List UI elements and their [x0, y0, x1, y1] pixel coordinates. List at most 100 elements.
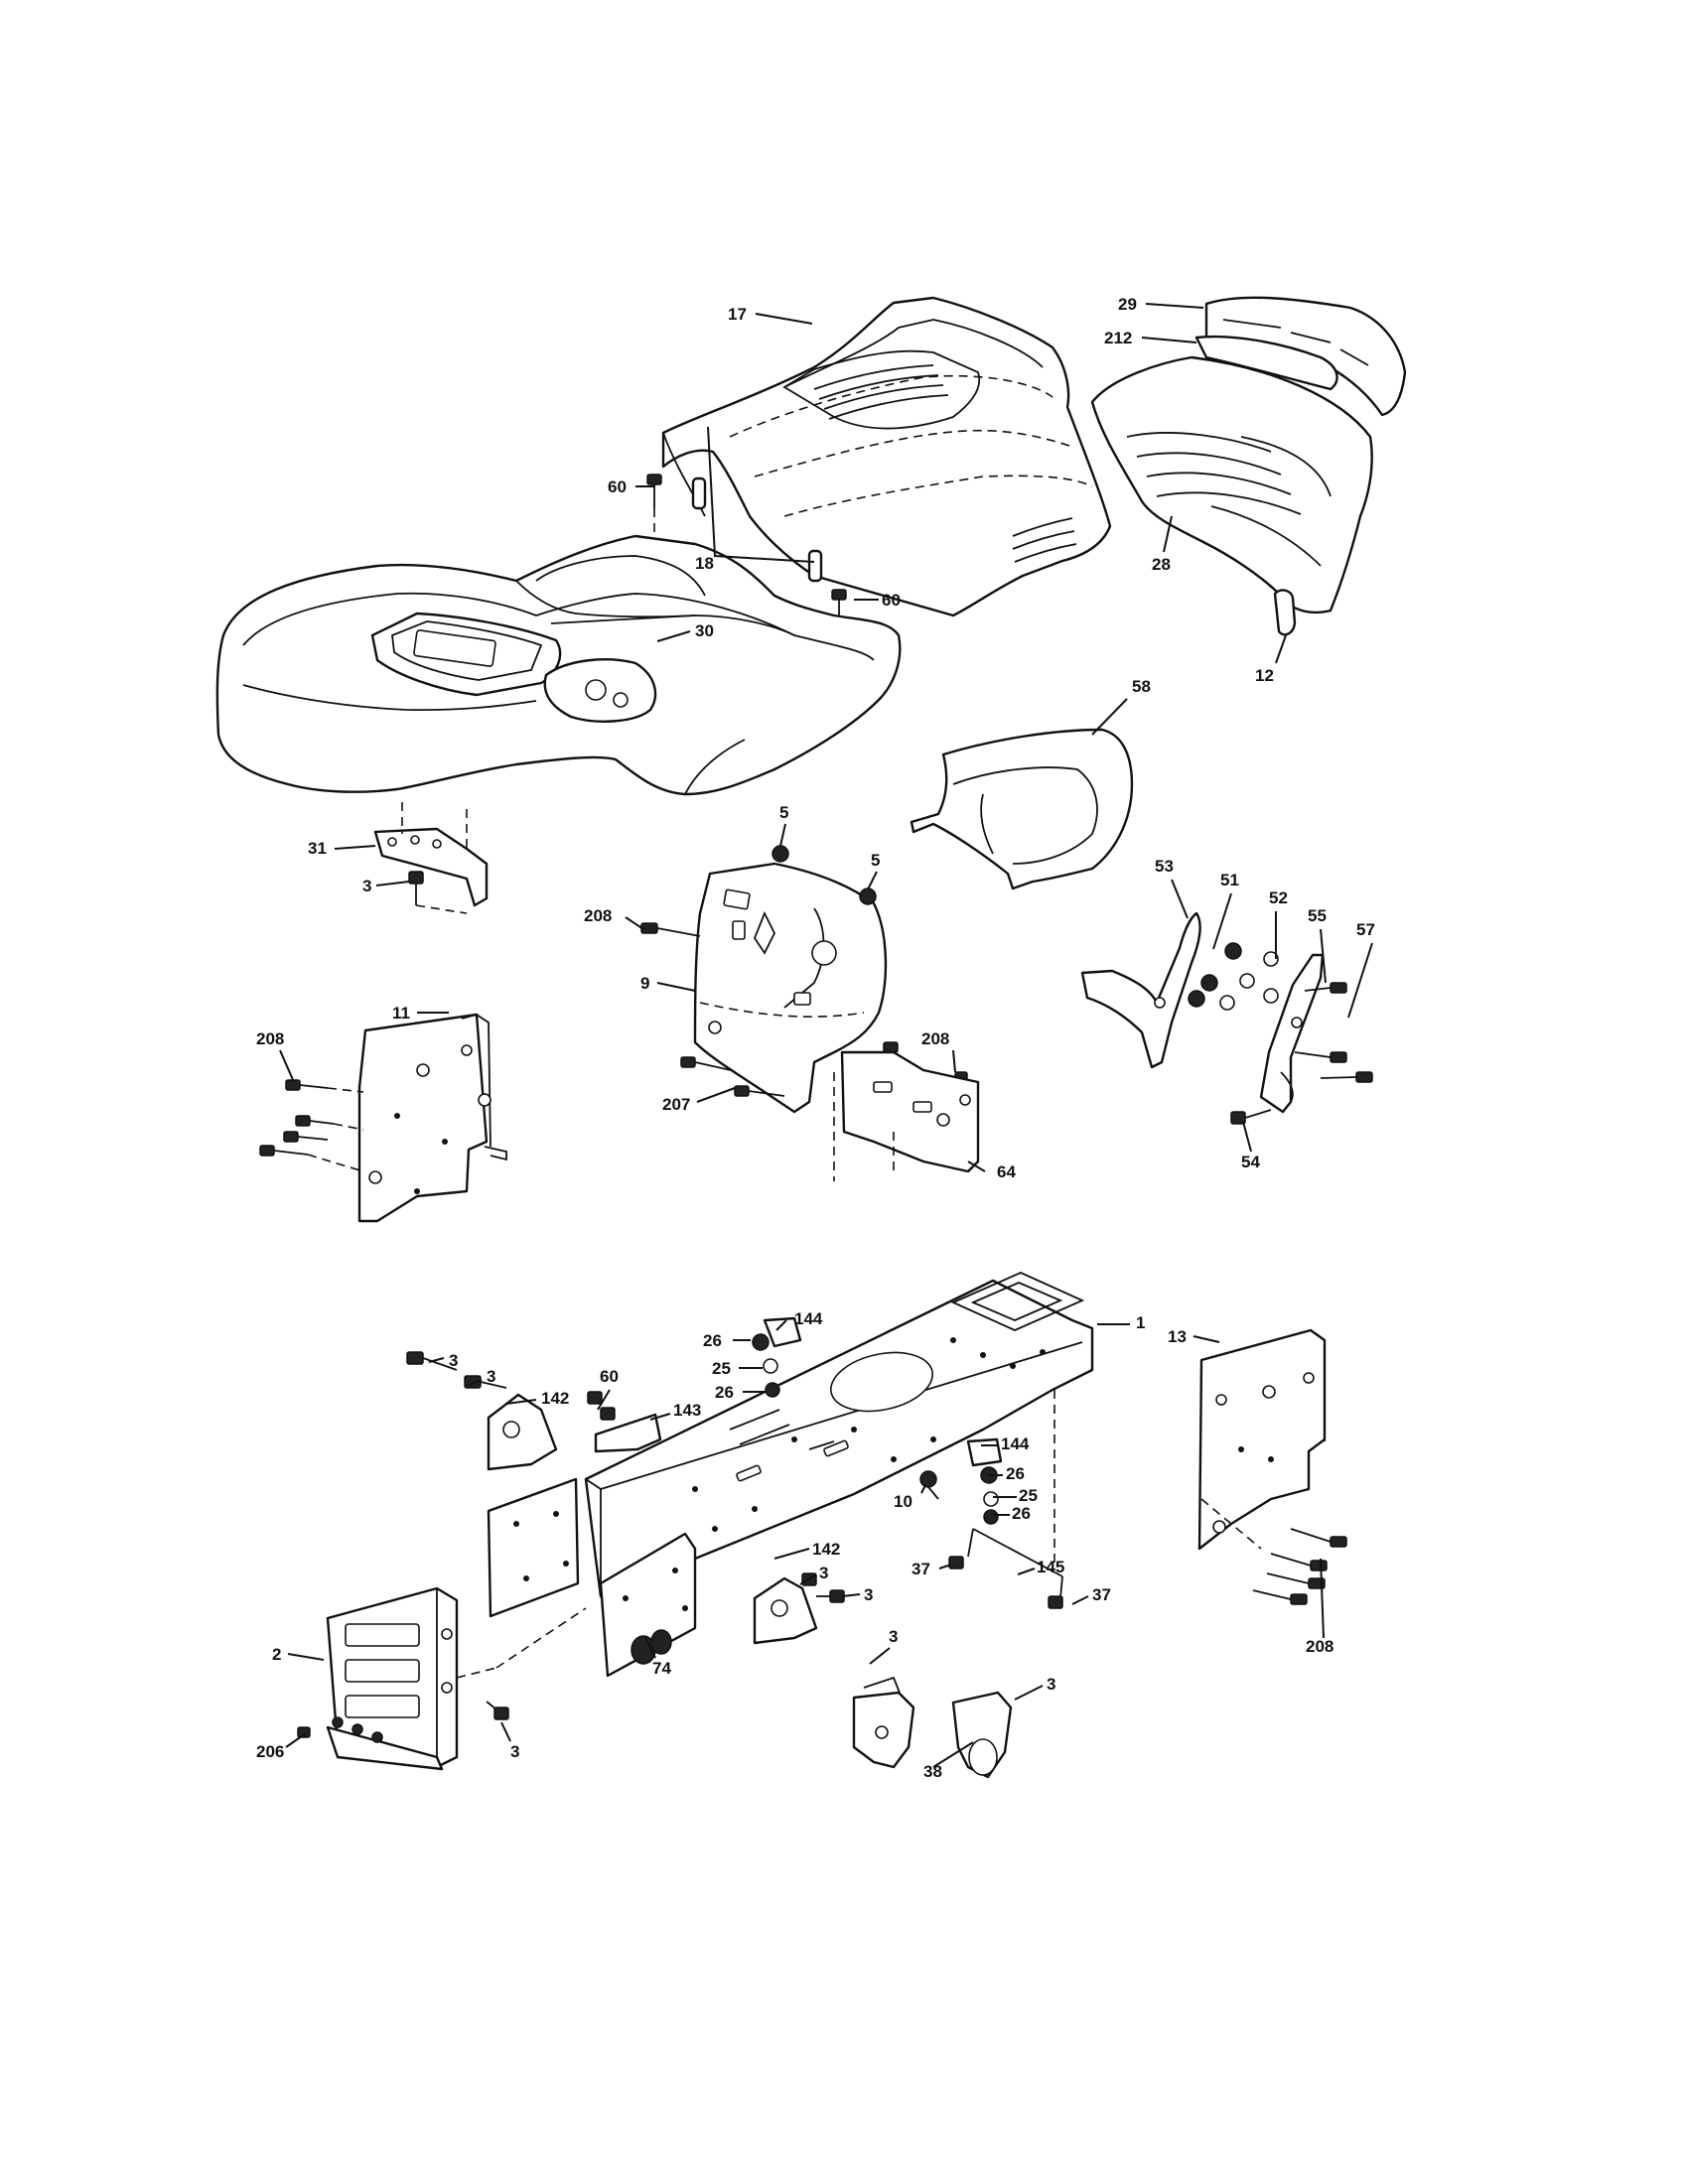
callout-number: 29 [1118, 295, 1137, 314]
callout-number: 28 [1152, 555, 1171, 574]
callout-c208b: 208 [256, 1029, 295, 1083]
leader-line [505, 1399, 537, 1405]
callout-number: 58 [1132, 677, 1151, 696]
callout-c3b: 3 [428, 1351, 458, 1370]
callout-number: 37 [1092, 1585, 1111, 1604]
callout-c26c: 26 [988, 1464, 1025, 1483]
bolt-part-208-left [259, 1079, 364, 1172]
callout-number: 208 [584, 906, 612, 925]
callout-number: 9 [640, 974, 649, 993]
callout-number: 55 [1308, 906, 1327, 925]
callout-number: 38 [923, 1762, 942, 1781]
callout-c17: 17 [728, 305, 813, 325]
callout-number: 208 [256, 1029, 284, 1048]
callout-number: 11 [392, 1004, 410, 1023]
bolt-part-3 [408, 871, 468, 914]
callout-c1: 1 [1097, 1313, 1145, 1332]
callout-c3a: 3 [362, 877, 410, 895]
leader-line [841, 1593, 861, 1597]
bolt-part-37 [948, 1556, 1063, 1609]
leader-line [775, 1319, 787, 1331]
callout-c51: 51 [1212, 871, 1239, 950]
callout-number: 143 [673, 1401, 701, 1420]
bracket-part-142 [487, 1393, 818, 1645]
leader-line [696, 1087, 736, 1103]
bracket-part-143 [594, 1413, 662, 1453]
callout-number: 3 [362, 877, 371, 895]
callout-c38: 38 [923, 1741, 974, 1781]
pin-part-18 [691, 477, 823, 583]
callout-c55: 55 [1308, 906, 1327, 984]
callout-number: 10 [894, 1492, 912, 1511]
callout-number: 142 [541, 1389, 569, 1408]
callout-c144b: 144 [981, 1434, 1030, 1453]
callout-number: 31 [308, 839, 327, 858]
bracket-part-144 [763, 1316, 1003, 1467]
callout-c206: 206 [256, 1732, 307, 1761]
callout-number: 5 [871, 851, 880, 870]
leader-line [428, 1357, 445, 1363]
callout-number: 26 [1012, 1504, 1031, 1523]
callout-c143: 143 [649, 1401, 701, 1421]
callout-c5b: 5 [867, 851, 880, 890]
callout-c207: 207 [662, 1087, 736, 1114]
callout-c53: 53 [1155, 857, 1189, 919]
callout-number: 5 [779, 803, 788, 822]
callout-c25a: 25 [712, 1359, 763, 1378]
callout-c11: 11 [392, 1004, 449, 1023]
front-plate-part-2 [326, 1586, 587, 1771]
callout-number: 52 [1269, 888, 1288, 907]
leader-line [1347, 942, 1373, 1019]
callout-c142b: 142 [773, 1540, 840, 1560]
callout-number: 17 [728, 305, 747, 324]
callout-number: 142 [812, 1540, 840, 1559]
callout-number: 3 [487, 1367, 495, 1386]
bolt-part-207 [680, 1056, 785, 1097]
callout-number: 53 [1155, 857, 1174, 876]
leader-line [1275, 634, 1287, 664]
bolt-part-57 [1294, 982, 1373, 1083]
callout-c29: 29 [1118, 295, 1204, 314]
callout-c3c: 3 [466, 1367, 495, 1387]
leader-line [1242, 1121, 1252, 1153]
callout-c57: 57 [1347, 920, 1375, 1019]
leader-line [625, 916, 644, 930]
callout-number: 3 [449, 1351, 458, 1370]
callout-c3f: 3 [869, 1627, 898, 1665]
callout-number: 206 [256, 1742, 284, 1761]
callout-c10: 10 [894, 1484, 926, 1511]
callout-c26d: 26 [993, 1504, 1031, 1523]
callout-c208d: 208 [1306, 1558, 1333, 1656]
leader-line [1320, 1558, 1325, 1639]
fender-part-30 [215, 534, 902, 796]
bracket-part-53 [1080, 911, 1201, 1069]
leader-line [500, 1721, 511, 1742]
callout-c3d: 3 [799, 1564, 828, 1585]
callout-c212: 212 [1104, 329, 1197, 347]
callout-c9: 9 [640, 974, 696, 993]
callout-c26b: 26 [715, 1383, 765, 1402]
callout-c58: 58 [1091, 677, 1151, 736]
callout-number: 37 [912, 1560, 930, 1578]
callout-c142a: 142 [505, 1389, 569, 1408]
bracket-part-38 [852, 1676, 1013, 1779]
leader-line [755, 313, 813, 325]
callout-c3h: 3 [500, 1721, 519, 1761]
frame-part-1 [584, 1272, 1094, 1598]
callout-c60a: 60 [608, 478, 655, 496]
leader-line [773, 1548, 810, 1560]
baffle-part-58 [910, 728, 1134, 890]
callout-number: 60 [608, 478, 627, 496]
bolt-part-206 [297, 1716, 383, 1743]
callout-number: 60 [600, 1367, 619, 1386]
leader-line [375, 881, 410, 887]
callout-number: 144 [794, 1309, 823, 1328]
tie-rod-part-145 [967, 1528, 1063, 1599]
callout-c13: 13 [1168, 1327, 1220, 1346]
grille-part-28 [1090, 355, 1373, 614]
leader-line [1071, 1595, 1089, 1605]
leader-line [1320, 928, 1327, 984]
leader-line [1091, 698, 1128, 736]
callout-c3g: 3 [1014, 1675, 1055, 1701]
